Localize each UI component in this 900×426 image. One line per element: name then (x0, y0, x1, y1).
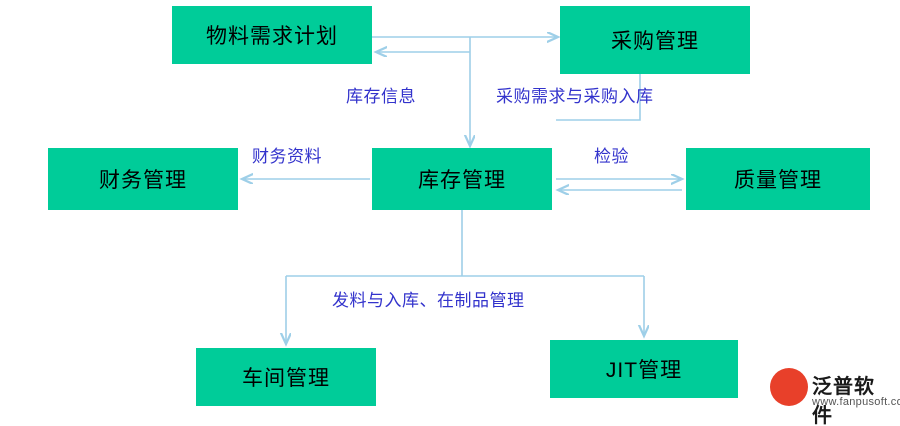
node-finance[interactable]: 财务管理 (48, 148, 238, 210)
node-quality-label: 质量管理 (734, 169, 822, 192)
edge-label-inventory-info: 库存信息 (346, 87, 416, 106)
node-jit[interactable]: JIT管理 (550, 340, 738, 398)
brand-url: www.fanpusoft.com (812, 396, 900, 408)
node-inventory[interactable]: 库存管理 (372, 148, 552, 210)
edge-label-finance-data: 财务资料 (252, 147, 322, 166)
node-inventory-label: 库存管理 (418, 169, 506, 192)
edge-label-inspection: 检验 (594, 147, 629, 166)
node-jit-label: JIT管理 (605, 359, 683, 382)
node-mrp[interactable]: 物料需求计划 (172, 6, 372, 64)
node-workshop[interactable]: 车间管理 (196, 348, 376, 406)
brand-mark-icon (770, 368, 808, 406)
edge-label-purchase-demand: 采购需求与采购入库 (496, 87, 654, 106)
node-mrp-label: 物料需求计划 (206, 25, 338, 48)
node-purchase-label: 采购管理 (611, 30, 699, 53)
node-quality[interactable]: 质量管理 (686, 148, 870, 210)
node-workshop-label: 车间管理 (242, 367, 330, 390)
node-finance-label: 财务管理 (99, 169, 187, 192)
brand-name: 泛普软件 (812, 376, 875, 426)
watermark-logo: 泛普软件 www.fanpusoft.com (770, 368, 900, 426)
edge-label-issue-and-wip: 发料与入库、在制品管理 (332, 291, 525, 310)
node-purchase[interactable]: 采购管理 (560, 6, 750, 74)
